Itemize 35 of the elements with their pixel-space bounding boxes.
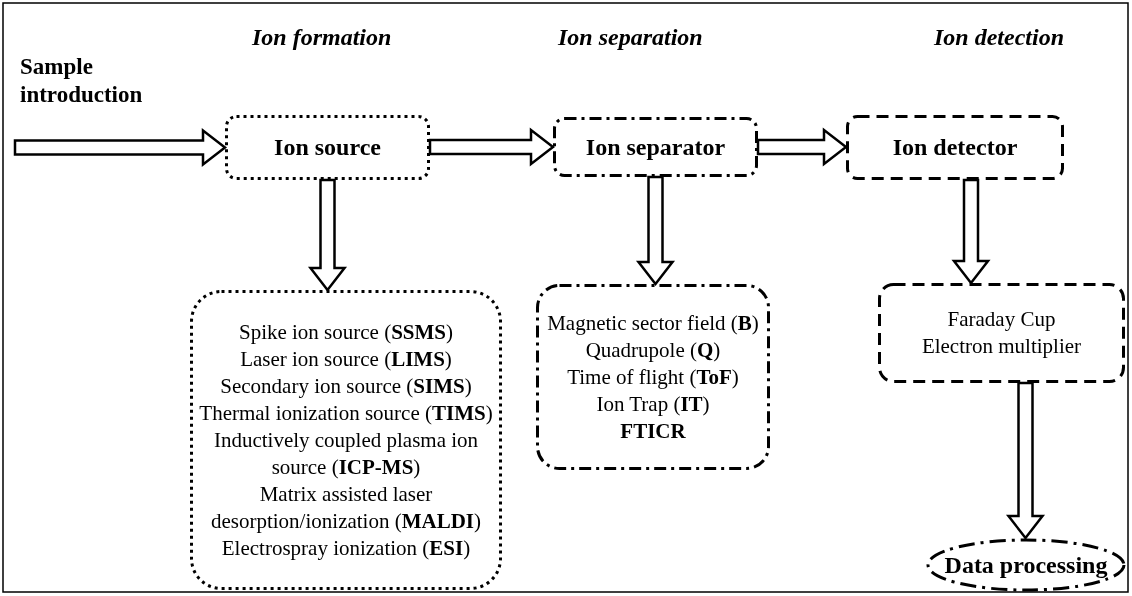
- list-box: [536, 284, 770, 470]
- node-title: Ion separator: [585, 133, 726, 161]
- list-item: Ion Trap (IT): [596, 390, 710, 418]
- list-item: Magnetic sector field (B): [547, 309, 759, 337]
- terminal-ellipse: [926, 538, 1126, 592]
- stage-heading: Ion detection: [934, 24, 1064, 51]
- block-arrow: [1005, 381, 1046, 541]
- process-box: [553, 117, 758, 177]
- list-item: FTICR: [620, 417, 686, 445]
- node-title: Ion detector: [892, 134, 1018, 161]
- list-item: Electrospray ionization (ESI): [221, 534, 471, 562]
- list-item: Time of flight (ToF): [567, 363, 739, 391]
- list-item: Faraday Cup: [947, 306, 1056, 333]
- block-arrow: [428, 127, 556, 167]
- node-title: Data processing: [944, 551, 1108, 579]
- process-box: [846, 115, 1064, 180]
- stage-heading: Ion separation: [558, 24, 703, 51]
- list-box: [878, 283, 1125, 383]
- list-item: Matrix assisted laser desorption/ionization (MALDI): [209, 480, 483, 535]
- list-box: [190, 290, 502, 590]
- list-item: Quadrupole (Q): [585, 336, 721, 364]
- node-title: Ion source: [274, 134, 381, 161]
- list-item: Spike ion source (SSMS): [238, 318, 454, 346]
- list-item: Electron multiplier: [921, 333, 1082, 360]
- block-arrow: [951, 178, 991, 286]
- list-item: Laser ion source (LIMS): [240, 345, 452, 373]
- block-arrow: [307, 178, 348, 293]
- block-arrow: [635, 175, 676, 287]
- block-arrow: [13, 127, 228, 168]
- list-item: Thermal ionization source (TIMS): [199, 399, 493, 427]
- stage-heading: Ion formation: [252, 24, 392, 51]
- block-arrow: [756, 127, 849, 167]
- process-box: [225, 115, 430, 180]
- list-item: Secondary ion source (SIMS): [220, 372, 472, 400]
- list-item: Inductively coupled plasma ion source (ICP-MS): [212, 426, 480, 481]
